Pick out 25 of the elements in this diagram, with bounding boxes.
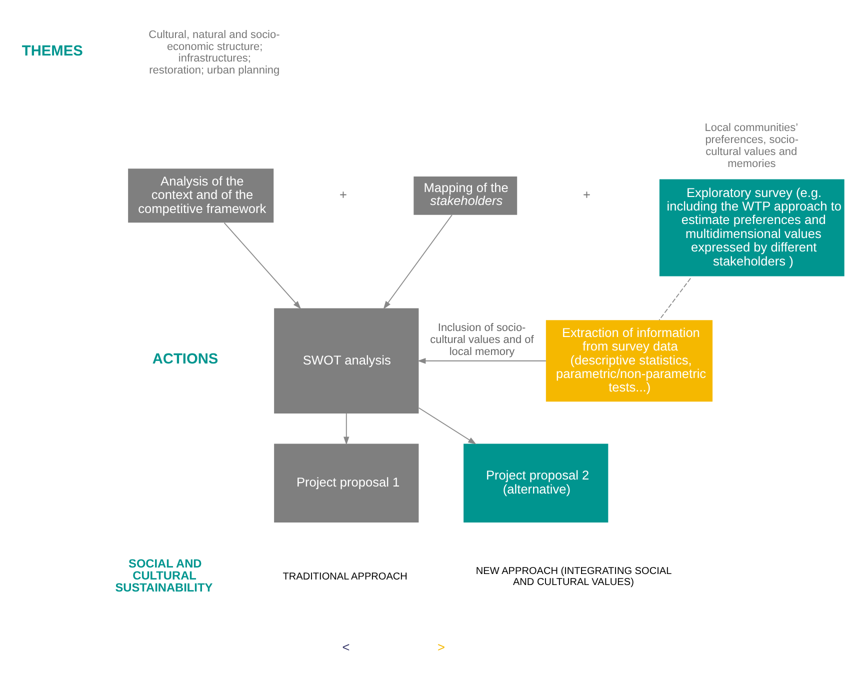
node-box: Analysis of the context and of the competitive framework [128,168,274,222]
node-box: Project proposal 1 [274,443,419,522]
label: ACTIONS [152,350,218,367]
arrow [418,406,476,444]
arrow [344,412,350,444]
connector [658,277,692,320]
node-box: Project proposal 2 (alternative) [464,443,608,522]
label: NEW APPROACH (INTEGRATING SOCIAL AND CULTURAL VALUES) [476,565,672,588]
label: THEMES [22,42,83,59]
node-box: Extraction of information from survey data (descriptive statistics, parametric/non-parametric tests...) [546,320,713,402]
arrow [417,358,546,364]
label: SOCIAL AND CULTURAL SUSTAINABILITY [115,556,213,594]
label: Cultural, natural and socio-economic structure; infrastructures; restoration; urban planning [148,28,280,76]
node-box: Exploratory survey (e.g. including the WTP approach to estimate preferences and multidimensional values expressed by different stakeholders ) [659,178,844,276]
arrow [224,222,302,309]
label: < [342,638,350,654]
label: + [340,186,348,202]
label: > [437,638,445,654]
node-label: Local communities’ preferences, socio-cultural values and memories [704,122,798,170]
label: + [583,186,590,202]
node-box: SWOT analysis [274,308,419,414]
edge-label: Inclusion of socio-cultural values and of local memory [430,322,534,358]
node-box: Mapping of the stakeholders [414,176,518,214]
label: TRADITIONAL APPROACH [282,570,408,582]
arrow [383,214,452,309]
